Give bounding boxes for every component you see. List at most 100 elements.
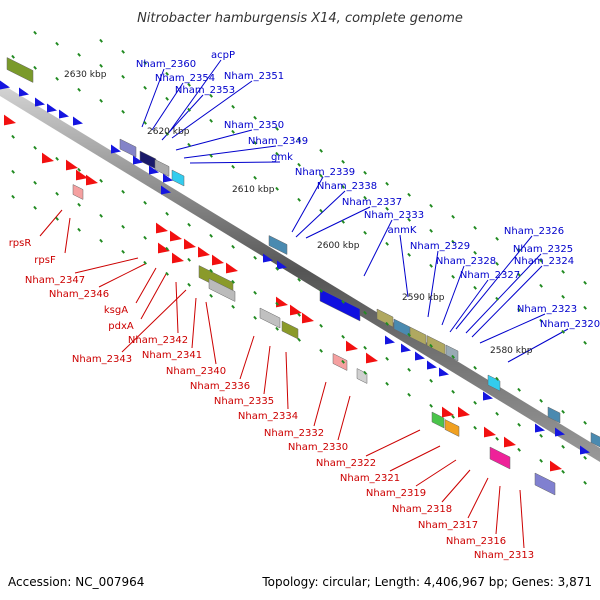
reverse-arrow xyxy=(226,262,238,274)
reverse-arrow xyxy=(302,312,314,324)
dot-marker xyxy=(429,203,433,208)
dot-marker xyxy=(473,285,477,290)
forward-arrow xyxy=(580,445,590,455)
dot-marker xyxy=(165,271,169,276)
dot-marker xyxy=(451,414,455,419)
leader-line xyxy=(441,469,471,503)
dot-marker xyxy=(363,230,367,235)
dot-marker xyxy=(121,189,125,194)
dot-marker xyxy=(473,365,477,370)
dot-marker xyxy=(319,288,323,293)
leader-line xyxy=(305,206,371,239)
dot-marker xyxy=(143,85,147,90)
gene-label-nham_2323: Nham_2323 xyxy=(517,304,577,315)
gene-label-rpsf: rpsF xyxy=(34,255,56,266)
dot-marker xyxy=(187,82,191,87)
gene-label-nham_2321: Nham_2321 xyxy=(340,473,400,484)
forward-gene-box xyxy=(547,406,561,424)
leader-line xyxy=(291,176,324,233)
forward-gene-box xyxy=(139,150,157,170)
dot-marker xyxy=(99,98,103,103)
scale-label: 2610 kbp xyxy=(232,185,275,195)
leader-line xyxy=(191,297,197,349)
dot-marker xyxy=(121,49,125,54)
dot-marker xyxy=(495,261,499,266)
forward-arrow xyxy=(133,155,143,165)
dot-marker xyxy=(231,244,235,249)
reverse-arrow xyxy=(172,252,184,264)
forward-gene-box xyxy=(426,335,446,355)
dot-marker xyxy=(385,181,389,186)
gene-label-nham_2360: Nham_2360 xyxy=(136,59,196,70)
leader-line xyxy=(39,209,63,237)
dot-marker xyxy=(77,87,81,92)
forward-arrow xyxy=(73,116,83,126)
forward-gene-box xyxy=(171,169,185,187)
dot-marker xyxy=(561,409,565,414)
dot-marker xyxy=(209,233,213,238)
gene-label-nham_2350: Nham_2350 xyxy=(224,120,284,131)
reverse-gene-box xyxy=(444,419,460,437)
dot-marker xyxy=(319,323,323,328)
gene-label-nham_2330: Nham_2330 xyxy=(288,442,348,453)
dot-marker xyxy=(341,159,345,164)
dot-marker xyxy=(341,334,345,339)
dot-marker xyxy=(561,294,565,299)
dot-marker xyxy=(231,104,235,109)
dot-marker xyxy=(99,63,103,68)
dot-marker xyxy=(121,109,125,114)
dot-marker xyxy=(429,378,433,383)
dot-marker xyxy=(55,156,59,161)
dot-marker xyxy=(451,239,455,244)
reverse-arrow xyxy=(4,114,16,126)
dot-marker xyxy=(165,96,169,101)
gene-label-nham_2334: Nham_2334 xyxy=(238,411,298,422)
dot-marker xyxy=(297,162,301,167)
reverse-arrow xyxy=(458,406,470,418)
leader-line xyxy=(465,253,542,334)
dot-marker xyxy=(231,279,235,284)
dot-marker xyxy=(253,315,257,320)
leader-line xyxy=(449,279,489,333)
dot-marker xyxy=(341,219,345,224)
forward-arrow xyxy=(483,391,493,401)
dot-marker xyxy=(341,299,345,304)
reverse-gene-box xyxy=(489,446,511,470)
dot-marker xyxy=(407,367,411,372)
dot-marker xyxy=(561,444,565,449)
gene-label-ksga: ksgA xyxy=(104,305,128,316)
forward-gene-box xyxy=(6,57,34,83)
leader-line xyxy=(427,250,439,318)
leader-line xyxy=(337,395,351,441)
dot-marker xyxy=(319,348,323,353)
gene-label-nham_2313: Nham_2313 xyxy=(474,550,534,561)
leader-line xyxy=(64,217,71,254)
dot-marker xyxy=(143,60,147,65)
gene-label-anmk: anmK xyxy=(388,225,417,236)
leader-line xyxy=(313,381,327,427)
dot-marker xyxy=(539,433,543,438)
dot-marker xyxy=(517,387,521,392)
gene-label-nham_2316: Nham_2316 xyxy=(446,536,506,547)
forward-arrow xyxy=(439,367,449,377)
dot-marker xyxy=(55,216,59,221)
forward-arrow xyxy=(401,343,411,353)
reverse-arrow xyxy=(442,406,454,418)
dot-marker xyxy=(187,142,191,147)
dot-marker xyxy=(231,304,235,309)
dot-marker xyxy=(77,167,81,172)
dot-marker xyxy=(583,340,587,345)
reverse-arrow xyxy=(550,460,562,472)
dot-marker xyxy=(429,263,433,268)
gene-label-nham_2346: Nham_2346 xyxy=(49,289,109,300)
reverse-gene-box xyxy=(534,472,556,496)
dot-marker xyxy=(473,425,477,430)
dot-marker xyxy=(275,326,279,331)
gene-label-nham_2325: Nham_2325 xyxy=(513,244,573,255)
dot-marker xyxy=(517,307,521,312)
reverse-arrow xyxy=(484,426,496,438)
leader-line xyxy=(151,82,184,131)
dot-marker xyxy=(165,71,169,76)
dot-marker xyxy=(583,305,587,310)
leader-line xyxy=(205,301,217,365)
